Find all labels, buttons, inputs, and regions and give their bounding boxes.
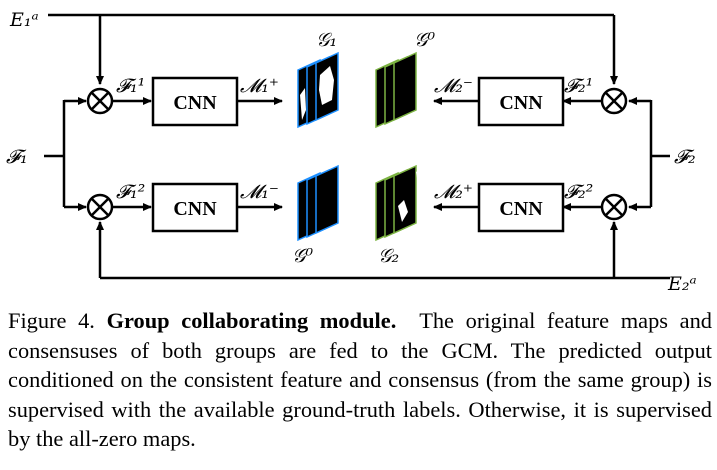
cnn-label: CNN bbox=[499, 198, 543, 220]
e1a-label: E₁ᵃ bbox=[9, 9, 39, 31]
figure-caption: Figure 4. Group collaborating module. Th… bbox=[8, 306, 712, 454]
caption-body: The original feature maps and consensuse… bbox=[8, 308, 712, 451]
cnn-label: CNN bbox=[173, 198, 217, 220]
m1-plus-label: 𝓜₁⁺ bbox=[240, 75, 279, 97]
multiply-node-bottom-left bbox=[86, 193, 114, 221]
caption-label: Figure 4. bbox=[8, 308, 95, 333]
cnn-block-top-right: CNN bbox=[477, 76, 565, 127]
g1-label: 𝒢₁ bbox=[316, 29, 337, 51]
f2-1-label: 𝓕₂¹ bbox=[564, 75, 593, 97]
g0-top-label: 𝒢⁰ bbox=[414, 29, 436, 51]
f1-label: 𝓕₁ bbox=[6, 146, 28, 168]
g0-bottom-label: 𝒢⁰ bbox=[292, 245, 314, 267]
cnn-label: CNN bbox=[499, 92, 543, 114]
e1a-connector bbox=[48, 13, 618, 85]
cnn-label: CNN bbox=[173, 92, 217, 114]
f2-connector bbox=[628, 97, 670, 211]
map-stack-g0-top bbox=[375, 51, 417, 129]
cnn-block-bottom-left: CNN bbox=[151, 182, 239, 233]
multiply-node-top-left bbox=[86, 87, 114, 115]
cnn-block-top-left: CNN bbox=[151, 76, 239, 127]
flow-arrows bbox=[112, 97, 602, 211]
g2-label: 𝒢₂ bbox=[378, 245, 399, 267]
caption-title: Group collaborating module. bbox=[106, 308, 397, 333]
f1-1-label: 𝓕₁¹ bbox=[116, 75, 145, 97]
multiply-node-bottom-right bbox=[600, 193, 628, 221]
map-stack-g1 bbox=[297, 51, 339, 129]
f1-connector bbox=[44, 97, 87, 211]
e2a-connector bbox=[96, 221, 670, 280]
cnn-block-bottom-right: CNN bbox=[477, 182, 565, 233]
gcm-diagram: CNN CNN CNN CNN E₁ᵃ E₂ᵃ bbox=[6, 9, 697, 295]
m2-minus-label: 𝓜₂⁻ bbox=[434, 75, 473, 97]
multiply-node-top-right bbox=[600, 87, 628, 115]
map-stack-g2 bbox=[375, 164, 428, 242]
map-stack-g0-bottom bbox=[297, 164, 339, 242]
f1-2-label: 𝓕₁² bbox=[116, 181, 145, 203]
m1-minus-label: 𝓜₁⁻ bbox=[240, 181, 279, 203]
m2-plus-label: 𝓜₂⁺ bbox=[434, 181, 473, 203]
f2-label: 𝓕₂ bbox=[674, 146, 696, 168]
e2a-label: E₂ᵃ bbox=[667, 273, 697, 295]
f2-2-label: 𝓕₂² bbox=[564, 181, 593, 203]
